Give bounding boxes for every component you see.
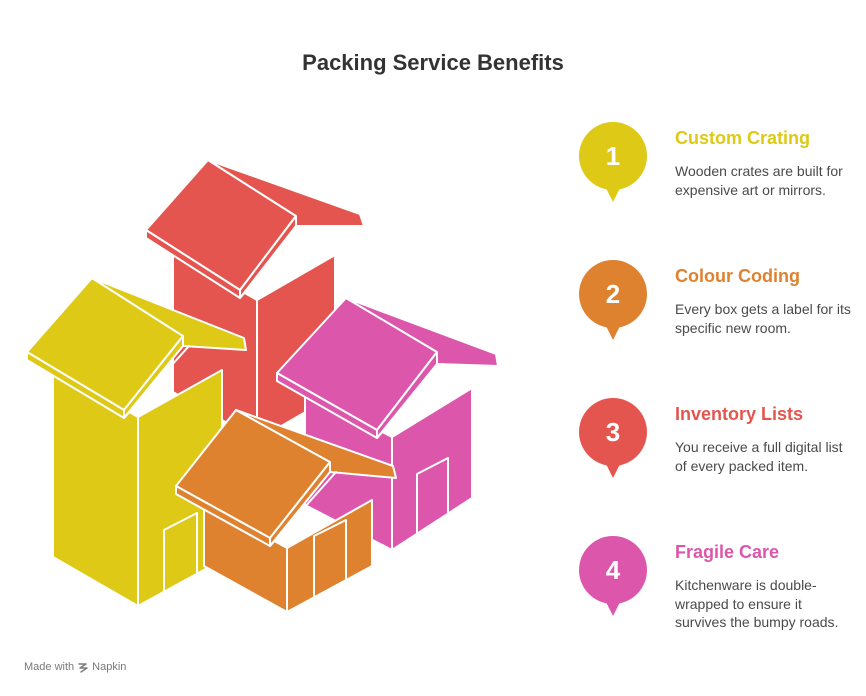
map-pin-icon xyxy=(579,398,647,478)
made-with-label: Made with xyxy=(24,661,75,673)
step-4-description: Kitchenware is double-wrapped to ensure … xyxy=(675,577,839,630)
step-1-title: Custom Crating xyxy=(675,128,810,148)
yellow-house xyxy=(26,277,247,607)
map-pin-icon xyxy=(579,536,647,616)
step-3-title: Inventory Lists xyxy=(675,404,804,424)
step-1-marker: 1 xyxy=(578,120,648,204)
step-1-description: Wooden crates are built for expensive ar… xyxy=(675,163,843,198)
made-with-napkin-footer[interactable]: Made with Napkin xyxy=(24,661,126,673)
step-4-title: Fragile Care xyxy=(675,542,780,562)
page-title: Packing Service Benefits xyxy=(302,50,564,75)
step-4-marker: 4 xyxy=(578,534,648,618)
step-2-marker: 2 xyxy=(578,258,648,342)
step-3-description: You receive a full digital list of every… xyxy=(675,439,843,474)
step-number: 1 xyxy=(605,141,621,171)
step-2-description: Every box gets a label for its specific … xyxy=(675,301,851,336)
step-3-marker: 3 xyxy=(578,396,648,480)
pink-house xyxy=(276,297,499,551)
orange-house xyxy=(175,409,397,613)
napkin-logo-icon xyxy=(78,662,88,673)
map-pin-icon xyxy=(579,260,647,340)
map-pin-icon xyxy=(579,122,647,202)
step-2-title: Colour Coding xyxy=(675,266,800,286)
step-number: 4 xyxy=(605,555,621,585)
step-number: 3 xyxy=(605,417,621,447)
step-number: 2 xyxy=(605,279,621,309)
napkin-brand-label: Napkin xyxy=(92,661,127,673)
